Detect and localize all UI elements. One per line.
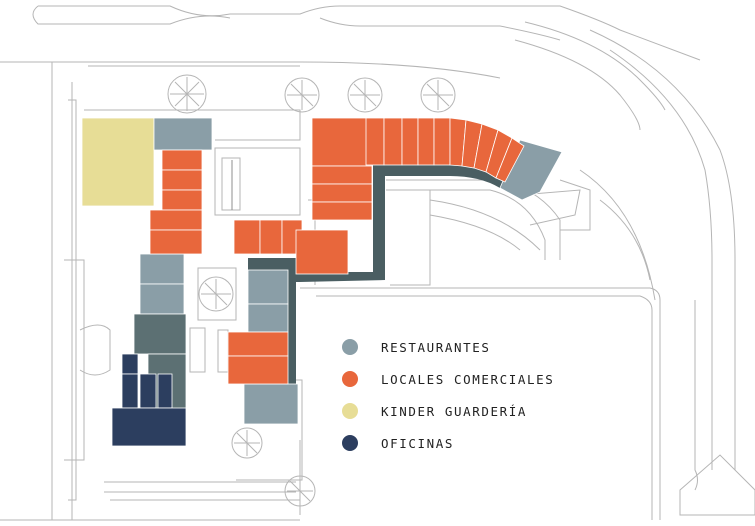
restaurantes-swatch-icon bbox=[342, 339, 358, 355]
legend-label: RESTAURANTES bbox=[381, 339, 491, 355]
legend-item-locales-comerciales: LOCALES COMERCIALES bbox=[342, 368, 602, 390]
oficina-unit bbox=[121, 373, 139, 409]
local-unit bbox=[149, 209, 203, 231]
local-unit bbox=[233, 219, 261, 255]
trees bbox=[167, 74, 456, 507]
local-unit bbox=[161, 189, 203, 211]
locales-swatch-icon bbox=[342, 371, 358, 387]
local-unit bbox=[311, 201, 373, 221]
oficina-unit bbox=[157, 373, 173, 409]
legend-item-kinder-guarderia: KINDER GUARDERÍA bbox=[342, 400, 602, 422]
local-unit bbox=[149, 229, 203, 255]
local-unit bbox=[227, 355, 289, 385]
local-unit bbox=[161, 169, 203, 191]
local-unit bbox=[227, 331, 289, 357]
local-unit bbox=[295, 229, 349, 275]
restaurantes-area bbox=[139, 117, 563, 425]
oficina-unit bbox=[111, 407, 187, 447]
local-unit bbox=[161, 149, 203, 171]
legend-label: OFICINAS bbox=[381, 435, 455, 451]
kinder-swatch-icon bbox=[342, 403, 358, 419]
oficina-unit bbox=[139, 373, 157, 409]
corridor-right bbox=[300, 165, 385, 282]
local-unit bbox=[259, 219, 283, 255]
legend-label: KINDER GUARDERÍA bbox=[381, 403, 528, 419]
oficinas-area bbox=[111, 353, 187, 447]
restaurante-unit bbox=[247, 303, 289, 333]
local-unit bbox=[401, 117, 419, 166]
restaurante-unit bbox=[243, 383, 299, 425]
local-unit bbox=[417, 117, 435, 166]
restaurante-unit bbox=[153, 117, 213, 151]
local-unit bbox=[311, 183, 373, 203]
restaurante-unit bbox=[247, 269, 289, 305]
legend-item-oficinas: OFICINAS bbox=[342, 432, 602, 454]
legend-label: LOCALES COMERCIALES bbox=[381, 371, 555, 387]
oficina-unit bbox=[121, 353, 139, 375]
oficinas-swatch-icon bbox=[342, 435, 358, 451]
road-outlines bbox=[0, 5, 755, 521]
restaurante-dark-unit bbox=[133, 313, 187, 355]
legend: RESTAURANTES LOCALES COMERCIALES KINDER … bbox=[342, 336, 602, 464]
legend-item-restaurantes: RESTAURANTES bbox=[342, 336, 602, 358]
kinder-area bbox=[81, 117, 155, 207]
local-unit bbox=[495, 137, 525, 183]
restaurante-unit bbox=[139, 253, 185, 285]
locales-area bbox=[149, 117, 525, 385]
local-unit bbox=[311, 117, 373, 167]
kinder-block bbox=[81, 117, 155, 207]
local-unit bbox=[365, 117, 385, 166]
restaurante-unit bbox=[139, 283, 185, 315]
local-unit bbox=[383, 117, 403, 166]
local-unit bbox=[311, 165, 373, 185]
corridor-curve bbox=[385, 165, 505, 188]
local-unit bbox=[433, 117, 451, 166]
